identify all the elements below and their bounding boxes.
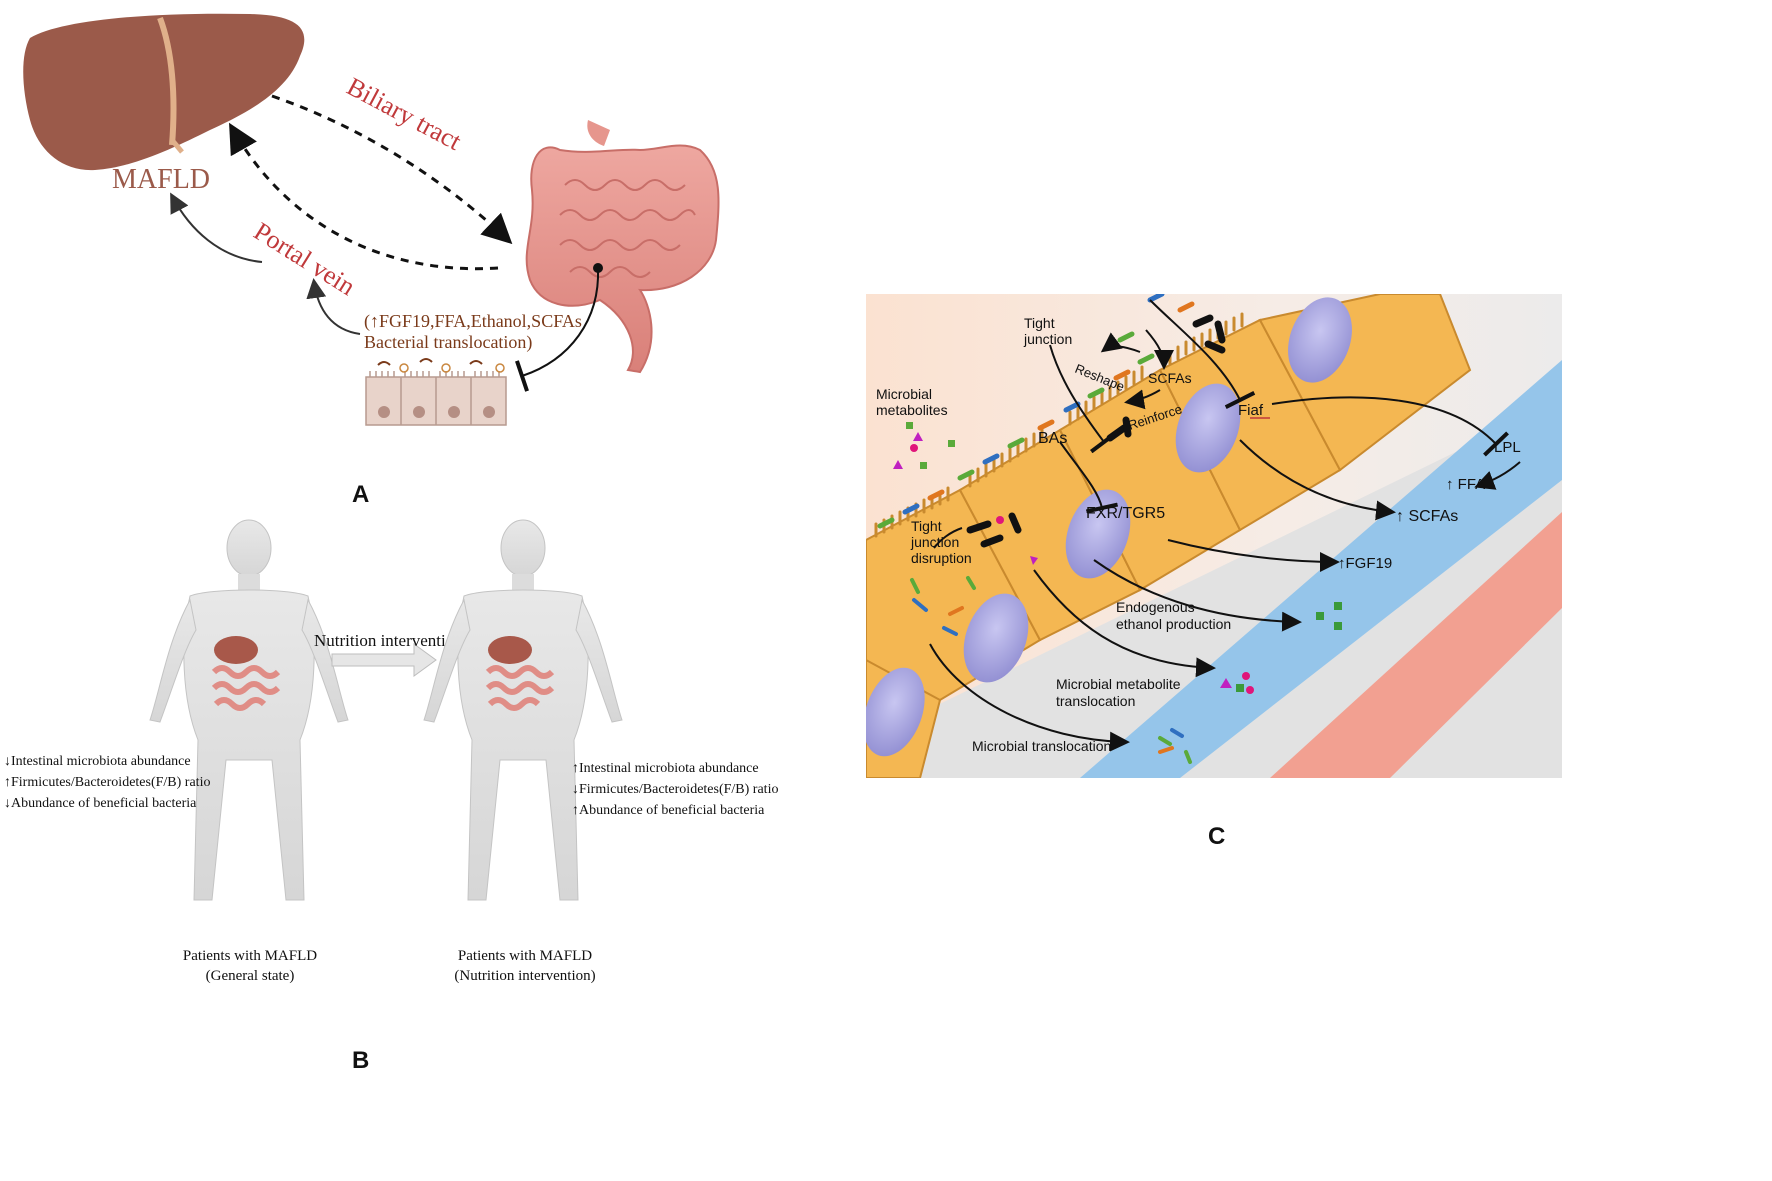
liver-icon (23, 13, 305, 171)
panel-c-letter: C (1208, 823, 1225, 850)
tight-junction-disruption-3: disruption (911, 550, 972, 566)
panel-b-letter: B (352, 1047, 369, 1074)
panel-b: Nutrition intervention ↓Intestinal micro… (4, 519, 778, 1074)
scfas-blood-label: ↑ SCFAs (1396, 508, 1458, 525)
return-dashed-arrow (229, 122, 499, 271)
microbial-metabolite-translocation-2: translocation (1056, 693, 1135, 709)
human-figure-intervention-icon (423, 519, 623, 901)
tight-junction-label-1: Tight (1024, 315, 1055, 331)
lpl-label: LPL (1494, 439, 1521, 456)
bas-label: BAs (1038, 430, 1067, 447)
left-change-3: ↓Abundance of beneficial bacteria (4, 796, 197, 811)
liver-label: MAFLD (112, 164, 210, 195)
right-caption-1: Patients with MAFLD (458, 948, 592, 964)
fiaf-label: Fiaf (1238, 402, 1264, 419)
human-figure-general-icon (149, 519, 349, 901)
microbial-metabolites-label-2: metabolites (876, 402, 948, 418)
endogenous-ethanol-label-2: ethanol production (1116, 616, 1231, 632)
microbial-translocation-label: Microbial translocation (972, 738, 1111, 754)
scfas-gut-label: SCFAs (1148, 370, 1192, 386)
microbial-metabolite-translocation-1: Microbial metabolite (1056, 676, 1181, 692)
left-change-1: ↓Intestinal microbiota abundance (4, 754, 191, 769)
fgf19-label: ↑FGF19 (1338, 555, 1392, 572)
right-change-1: ↑Intestinal microbiota abundance (572, 761, 759, 776)
factors-line-2: Bacterial translocation) (364, 332, 532, 353)
panel-c: Tight junction Microbial metabolites SCF… (866, 294, 1562, 850)
right-change-2: ↓Firmicutes/Bacteroidetes(F/B) ratio (572, 782, 778, 797)
panel-a: MAFLD Biliary tract Portal vein (↑FGF19,… (23, 13, 720, 508)
nutrition-intervention-label: Nutrition intervention (314, 631, 463, 650)
pathway-arrows (929, 299, 1521, 752)
artery (1270, 512, 1562, 778)
portal-to-liver-arrow (170, 192, 263, 263)
tight-junction-disruption-2: junction (910, 534, 959, 550)
left-caption-2: (General state) (206, 968, 295, 984)
right-change-3: ↑Abundance of beneficial bacteria (572, 803, 765, 818)
fxr-tgr5-label: FXR/TGR5 (1086, 505, 1165, 522)
intestine-icon (525, 120, 720, 374)
endogenous-ethanol-label-1: Endogenous (1116, 599, 1195, 615)
portal-vein-label: Portal vein (249, 216, 361, 301)
tight-junction-label-2: junction (1023, 331, 1072, 347)
intestine-inhibit-line (515, 267, 600, 392)
panel-a-letter: A (352, 481, 369, 508)
biliary-dashed-arrow (271, 94, 513, 245)
factors-line-1: (↑FGF19,FFA,Ethanol,SCFAs (364, 311, 582, 332)
intestinal-epithelium (866, 294, 1472, 778)
left-change-2: ↑Firmicutes/Bacteroidetes(F/B) ratio (4, 775, 210, 790)
factors-to-portal-arrow (306, 278, 361, 335)
tight-junction-disruption-1: Tight (911, 518, 942, 534)
right-caption-2: (Nutrition intervention) (454, 968, 595, 984)
biliary-tract-label: Biliary tract (342, 72, 467, 157)
bacteria-cluster (877, 294, 1342, 764)
epithelial-cells-icon (365, 358, 507, 426)
nutrition-intervention-arrow (331, 643, 437, 677)
microbial-metabolites-label-1: Microbial (876, 386, 932, 402)
left-caption-1: Patients with MAFLD (183, 948, 317, 964)
ffa-label: ↑ FFA (1446, 476, 1485, 493)
